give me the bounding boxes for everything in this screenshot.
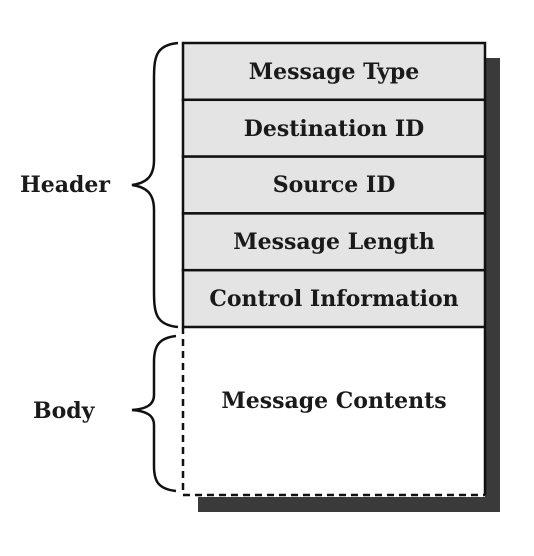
field-label-source-id: Source ID bbox=[273, 172, 396, 198]
header-brace bbox=[131, 41, 179, 329]
body-area: Message Contents bbox=[181, 327, 487, 497]
field-label-destination-id: Destination ID bbox=[244, 116, 424, 142]
field-source-id bbox=[181, 155, 487, 215]
body-contents-label: Message Contents bbox=[221, 388, 446, 414]
field-label-message-type: Message Type bbox=[249, 59, 420, 85]
field-label-message-length: Message Length bbox=[233, 229, 434, 255]
body-dashed-border bbox=[181, 327, 485, 497]
header-fields: Message Type Destination ID Source ID Me… bbox=[181, 41, 487, 329]
field-destination-id bbox=[181, 98, 487, 158]
field-control-information bbox=[181, 268, 487, 329]
body-brace bbox=[131, 334, 177, 493]
body-label: Body bbox=[33, 398, 96, 424]
header-label: Header bbox=[20, 172, 110, 198]
field-label-control-information: Control Information bbox=[209, 286, 458, 312]
